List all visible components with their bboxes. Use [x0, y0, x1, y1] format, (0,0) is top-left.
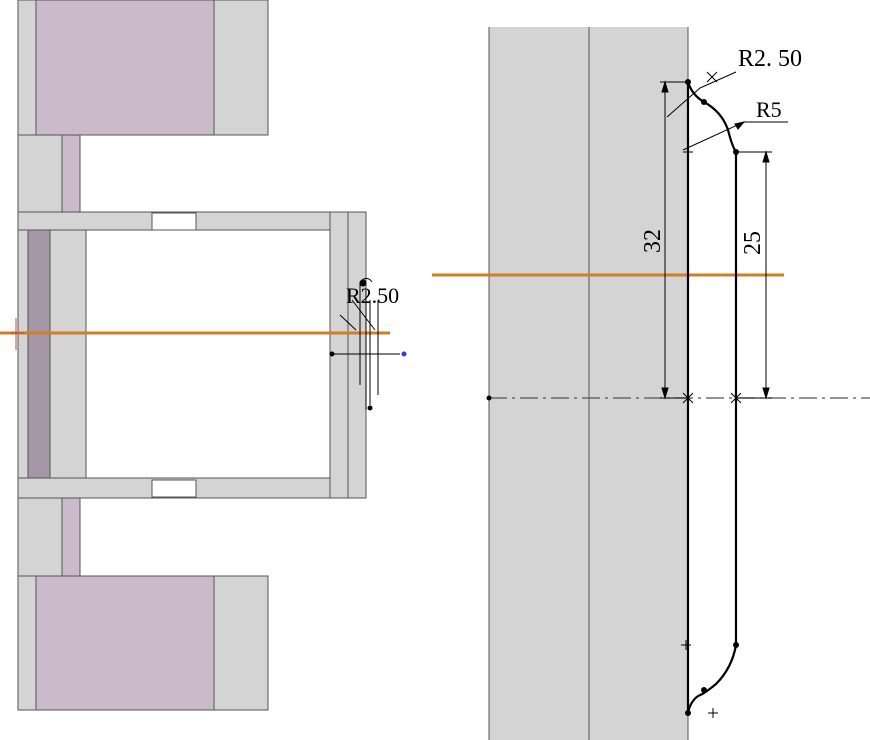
- detail-view: 32 25 R2. 50 R5: [432, 27, 870, 740]
- origin-marker: [10, 318, 24, 350]
- radius-label-large: R5: [756, 97, 782, 122]
- left-overlay-label: R2.50: [346, 283, 399, 308]
- blue-point-icon: [401, 351, 407, 357]
- small-sketch-cluster: [329, 277, 400, 411]
- detail-part-left: [489, 27, 589, 740]
- radius-label-small: R2. 50: [738, 46, 802, 72]
- sketch-markers: [681, 71, 742, 718]
- dimension-32: [660, 80, 688, 400]
- dim-label-32: 32: [640, 229, 666, 253]
- top-block: [17, 0, 269, 214]
- left-section-view: R2.50: [0, 0, 407, 711]
- detail-part-right: [589, 27, 688, 740]
- dim-label-25: 25: [740, 231, 766, 255]
- dimension-25: [736, 150, 772, 400]
- bottom-block: [17, 497, 269, 711]
- radius-leaders: [666, 71, 788, 151]
- middle-frame: [17, 211, 367, 499]
